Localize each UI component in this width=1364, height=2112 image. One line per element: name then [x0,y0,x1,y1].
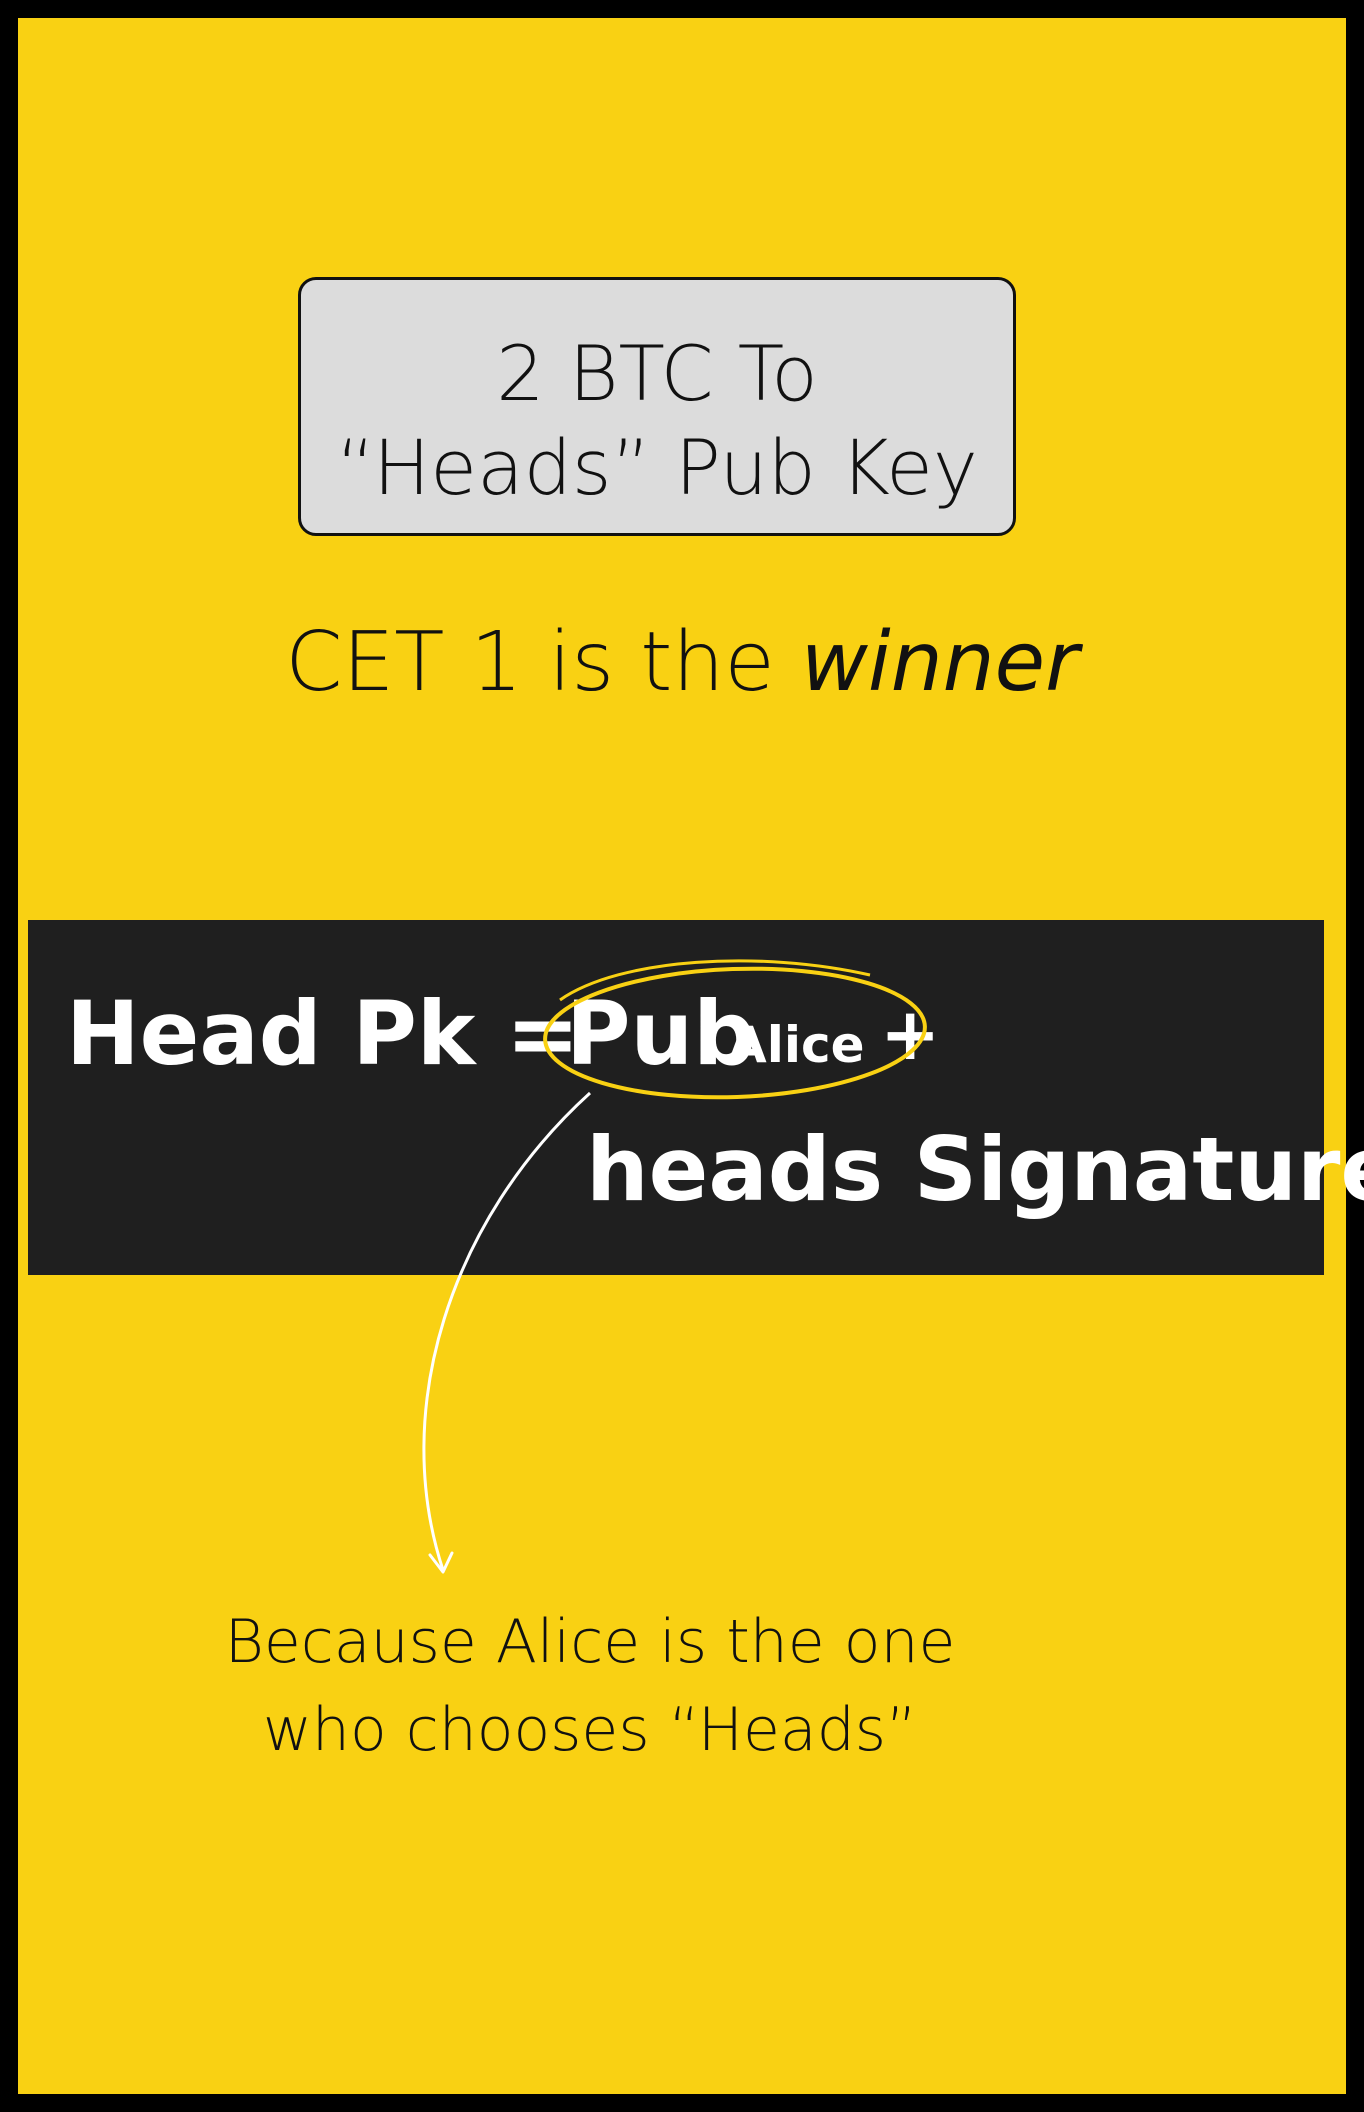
cet-winner-caption: CET 1 is the winner [0,622,1364,704]
curved-arrow [422,1091,592,1574]
formula-signature: heads Signature [586,1118,1364,1221]
transaction-box: 2 BTC To “Heads” Pub Key [298,277,1016,536]
formula-pub: Pub [566,982,757,1085]
formula-pub-subscript: Alice [728,1016,865,1074]
cet-caption-emphasis: winner [800,615,1079,710]
cet-caption-prefix: CET 1 is the [285,615,801,710]
transaction-destination: “Heads” Pub Key [336,423,978,512]
formula-band: Head Pk = Pub Alice + heads Signature [28,920,1364,1275]
formula-lhs: Head Pk = [66,982,580,1085]
transaction-amount: 2 BTC To [496,329,818,418]
formula-plus: + [880,992,941,1076]
annotation-line-1: Because Alice is the one [224,1607,956,1677]
annotation-line-2: who chooses “Heads” [262,1695,918,1765]
highlight-circle [543,959,927,1100]
